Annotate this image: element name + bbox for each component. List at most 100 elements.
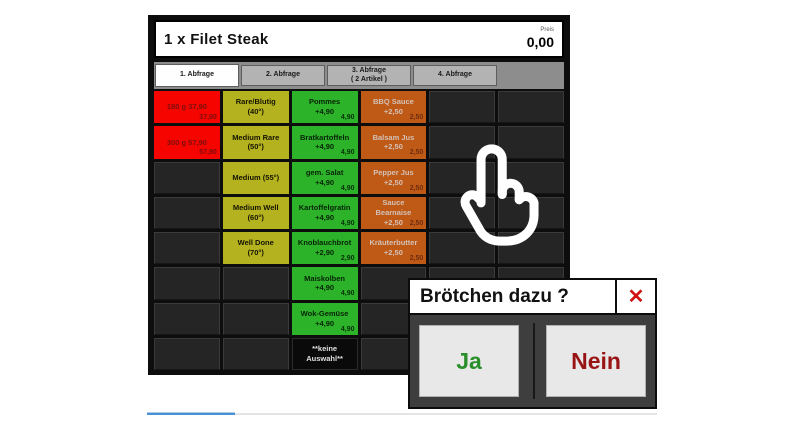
dialog-title: Brötchen dazu ? xyxy=(420,285,569,307)
grid-cell-empty xyxy=(222,267,289,300)
cell-corner-price: 2,50 xyxy=(409,184,424,192)
cell-label: Medium (55°) xyxy=(232,172,280,182)
cell-price: +2,50 xyxy=(383,248,403,258)
grid-cell[interactable]: Rare/Blutig (40°) xyxy=(222,91,289,124)
grid-cell[interactable]: Well Done (70°) xyxy=(222,232,289,265)
grid-cell[interactable]: Maiskolben+4,90 4,90 xyxy=(291,267,358,300)
grid-cell[interactable]: BBQ Sauce+2,50 2,50 xyxy=(360,91,427,124)
dialog-divider xyxy=(532,323,535,399)
cell-label: Pommes xyxy=(308,97,341,107)
video-progress-fill xyxy=(147,412,235,415)
grid-cell[interactable]: 300 g 57,90 57,90 xyxy=(154,126,220,159)
grid-cell[interactable]: Sauce Bearnaise+2,50 2,50 xyxy=(360,196,427,229)
cell-corner-price: 2,90 xyxy=(340,255,355,263)
grid-cell-empty xyxy=(154,337,220,370)
grid-cell-empty xyxy=(429,91,496,124)
close-icon[interactable]: ✕ xyxy=(615,280,655,313)
cell-label: Wok-Gemüse xyxy=(300,308,349,318)
grid-cell[interactable]: Medium Rare (50°) xyxy=(222,126,289,159)
cell-corner-price: 4,90 xyxy=(340,114,355,122)
grid-cell[interactable]: **keine Auswahl** xyxy=(291,337,358,370)
tab-abfrage-3[interactable]: 3. Abfrage ( 2 Artikel ) xyxy=(327,65,411,86)
cell-corner-price: 4,90 xyxy=(340,290,355,298)
cell-corner-price: 57,90 xyxy=(199,149,217,157)
yes-button[interactable]: Ja xyxy=(419,325,519,397)
price-label: Preis xyxy=(540,27,554,33)
grid-cell[interactable]: Kräuterbutter+2,50 2,50 xyxy=(360,232,427,265)
grid-cell[interactable]: Pommes+4,90 4,90 xyxy=(291,91,358,124)
dialog-titlebar: Brötchen dazu ? ✕ xyxy=(410,280,655,315)
grid-cell-empty xyxy=(154,267,220,300)
cell-label: Pepper Jus xyxy=(373,167,414,177)
grid-cell[interactable]: Medium (55°) xyxy=(222,161,289,194)
cell-label: gem. Salat xyxy=(305,167,344,177)
grid-cell[interactable]: Knoblauchbrot+2,90 2,90 xyxy=(291,232,358,265)
dialog-body: Ja Nein xyxy=(410,315,655,407)
cell-price: +4,90 xyxy=(315,318,335,328)
grid-cell-empty xyxy=(154,196,220,229)
grid-cell-empty xyxy=(498,161,564,194)
cell-label: 180 g 37,90 xyxy=(166,102,207,112)
grid-cell-empty xyxy=(498,126,564,159)
cell-corner-price: 2,50 xyxy=(409,219,424,227)
tap-hand-icon xyxy=(460,144,539,246)
grid-cell[interactable]: Wok-Gemüse+4,90 4,90 xyxy=(291,302,358,335)
cell-price: +2,50 xyxy=(383,107,403,117)
cell-label: Sauce Bearnaise xyxy=(375,198,412,217)
grid-cell-empty xyxy=(154,232,220,265)
cell-label: Knoblauchbrot xyxy=(297,238,352,248)
cell-price: +4,90 xyxy=(315,177,335,187)
tab-abfrage-4[interactable]: 4. Abfrage xyxy=(413,65,497,86)
cell-price: +2,50 xyxy=(383,142,403,152)
cell-corner-price: 4,90 xyxy=(340,184,355,192)
video-progress-track[interactable] xyxy=(147,412,657,415)
cell-label: BBQ Sauce xyxy=(372,97,414,107)
cell-label: Rare/Blutig (40°) xyxy=(235,97,276,117)
tab-abfrage-2[interactable]: 2. Abfrage xyxy=(241,65,325,86)
order-header: 1 x Filet Steak Preis 0,00 xyxy=(154,20,564,58)
grid-cell-empty xyxy=(154,302,220,335)
cell-corner-price: 37,90 xyxy=(199,114,217,122)
cell-price: +4,90 xyxy=(315,283,335,293)
no-button[interactable]: Nein xyxy=(546,325,646,397)
cell-label: **keine Auswahl** xyxy=(306,344,343,363)
grid-cell[interactable]: Bratkartoffeln+4,90 4,90 xyxy=(291,126,358,159)
grid-cell-empty xyxy=(154,161,220,194)
cell-label: Kartoffelgratin xyxy=(298,203,351,213)
grid-cell-empty xyxy=(498,91,564,124)
grid-cell[interactable]: Kartoffelgratin+4,90 4,90 xyxy=(291,196,358,229)
cell-corner-price: 4,90 xyxy=(340,325,355,333)
cell-label: 300 g 57,90 xyxy=(166,137,207,147)
grid-cell[interactable]: gem. Salat+4,90 4,90 xyxy=(291,161,358,194)
price-block: Preis 0,00 xyxy=(527,27,554,51)
cell-label: Bratkartoffeln xyxy=(299,132,350,142)
order-title: 1 x Filet Steak xyxy=(164,30,269,48)
price-value: 0,00 xyxy=(526,34,554,50)
cell-label: Maiskolben xyxy=(304,273,345,283)
grid-cell[interactable]: Balsam Jus+2,50 2,50 xyxy=(360,126,427,159)
cell-label: Medium Well (60°) xyxy=(232,203,279,222)
cell-corner-price: 4,90 xyxy=(340,219,355,227)
cell-corner-price: 2,50 xyxy=(409,149,424,157)
cell-price: +4,90 xyxy=(315,107,335,117)
cell-corner-price: 2,50 xyxy=(409,255,424,263)
cell-corner-price: 2,50 xyxy=(409,114,424,122)
cell-price: +4,90 xyxy=(315,142,335,152)
cell-label: Medium Rare (50°) xyxy=(232,132,280,152)
cell-price: +2,50 xyxy=(383,217,403,227)
tab-abfrage-1[interactable]: 1. Abfrage xyxy=(155,64,239,87)
cell-corner-price: 4,90 xyxy=(340,149,355,157)
grid-cell[interactable]: Medium Well (60°) xyxy=(222,196,289,229)
grid-cell-empty xyxy=(222,302,289,335)
grid-cell-empty xyxy=(222,337,289,370)
cell-price: +2,90 xyxy=(315,248,335,258)
cell-label: Well Done (70°) xyxy=(237,238,274,258)
query-tabstrip: 1. Abfrage 2. Abfrage 3. Abfrage ( 2 Art… xyxy=(154,62,564,89)
cell-price: +2,50 xyxy=(383,177,403,187)
grid-cell[interactable]: Pepper Jus+2,50 2,50 xyxy=(360,161,427,194)
cell-label: Kräuterbutter xyxy=(369,238,418,248)
cell-label: Balsam Jus xyxy=(372,132,415,142)
broetchen-dialog: Brötchen dazu ? ✕ Ja Nein xyxy=(408,278,657,409)
cell-price: +4,90 xyxy=(315,212,335,222)
grid-cell[interactable]: 180 g 37,90 37,90 xyxy=(154,91,220,124)
